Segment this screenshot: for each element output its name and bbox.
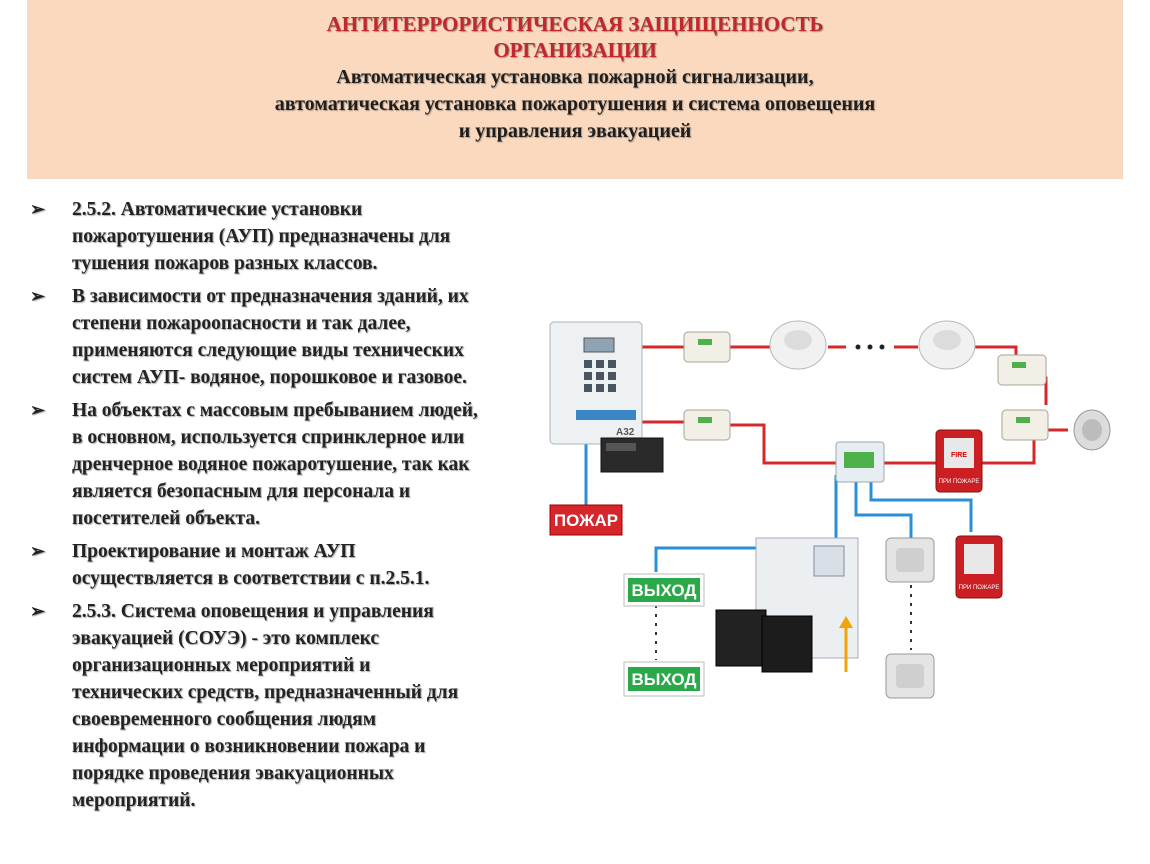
fire-sign: ПОЖАР [549,504,623,536]
relay-module-2 [683,409,731,441]
bullet-line: своевременного сообщения людям [72,709,376,730]
exit-sign-1: ВЫХОД [623,573,705,607]
page-subtitle-line3: и управления эвакуацией [458,120,692,142]
arrow-bullet-icon: ➢ [30,400,46,420]
bullet-line: посетителей объекта. [72,508,261,529]
exit-sign-label-1: ВЫХОД [632,581,697,600]
bullet-line: технических средств, предназначенный для [72,682,459,703]
relay-modules [683,331,1049,441]
junction-box [835,441,885,483]
bullet-line: организационных мероприятий и [72,655,371,676]
arrow-bullet-icon: ➢ [30,601,46,621]
siren-icon-1 [885,537,935,583]
relay-module-3 [997,354,1047,386]
smoke-detectors [769,320,976,370]
bullet-line: систем АУП- водяное, порошковое и газово… [72,367,467,388]
relay-module-4 [1001,409,1049,441]
bullet-line: дренчерное водяное пожаротушение, так ка… [72,454,470,475]
arrow-bullet-icon: ➢ [30,286,46,306]
dashed-links [655,585,912,660]
manual-call-point-1: FIRE ПРИ ПОЖАРЕ [935,429,983,493]
bullet-line: является безопасным для персонала и [72,481,411,502]
bullet-line: в основном, используется спринклерное ил… [72,427,465,448]
bullet-line: применяются следующие виды технических [72,340,464,361]
exit-sign-2: ВЫХОД [623,661,705,697]
bullet-line: мероприятий. [72,790,196,811]
wire-blue-5 [654,546,756,572]
bullet-line: информации о возникновении пожара и [72,736,426,757]
speaker-icon [1073,409,1111,451]
arrow-bullet-icon: ➢ [30,199,46,219]
dots [855,344,885,350]
relay-module-1 [683,331,731,363]
fire-alarm-system-diagram: А32 ПОЖАР FIRE ПР [549,320,1111,699]
wire-blue-3 [854,480,913,538]
bullet-line: 2.5.3. Система оповещения и управления [72,601,434,622]
bullet-item: ➢ 2.5.2. Автоматические установки пожароту… [30,196,550,277]
bullet-line: Проектирование и монтаж АУП [72,541,356,562]
bullet-line: осуществляется в соответствии с п.2.5.1. [72,568,430,589]
bullet-line: В зависимости от предназначения зданий, … [72,286,469,307]
wire-red-7 [728,423,836,465]
fire-sign-label: ПОЖАР [554,511,618,530]
bullet-line: пожаротушения (АУП) предназначены для [72,226,451,247]
fire-label: FIRE [951,452,967,459]
bullet-line: эвакуацией (СОУЭ) - это комплекс [72,628,380,649]
bullet-line: степени пожароопасности и так далее, [72,313,411,334]
call-point-label-1: ПРИ ПОЖАРЕ [939,479,980,485]
page-title: АНТИТЕРРОРИСТИЧЕСКАЯ ЗАЩИЩЕННОСТЬ [326,12,824,36]
battery-small [600,437,664,473]
bullet-item: ➢ На объектах с массовым пребыванием люде… [30,397,550,532]
batteries [715,609,813,673]
page-subtitle-line2: автоматическая установка пожаротушения и… [274,93,876,115]
bullet-line: 2.5.2. Автоматические установки [72,199,363,220]
bullet-list: ➢ 2.5.2. Автоматические установки пожароту… [30,196,550,820]
exit-sign-label-2: ВЫХОД [632,670,697,689]
bullet-item: ➢ Проектирование и монтаж АУП осуществляет… [30,538,550,592]
page-title-line2: ОРГАНИЗАЦИИ [493,38,657,62]
header-banner: АНТИТЕРРОРИСТИЧЕСКАЯ ЗАЩИЩЕННОСТЬ ОРГАНИ… [27,0,1123,179]
blue-wires [584,435,973,572]
bullet-line: На объектах с массовым пребыванием людей… [72,400,478,421]
control-panel: А32 [549,321,643,445]
manual-call-point-2: ПРИ ПОЖАРЕ [955,535,1003,599]
arrow-bullet-icon: ➢ [30,541,46,561]
panel-model-label: А32 [616,427,635,438]
siren-icon-2 [885,653,935,699]
bullet-line: тушения пожаров разных классов. [72,253,378,274]
bullet-item: ➢ В зависимости от предназначения зданий,… [30,283,550,391]
call-point-label-2: ПРИ ПОЖАРЕ [959,585,1000,591]
bullet-item: ➢ 2.5.3. Система оповещения и управления э… [30,598,550,814]
page-subtitle-line1: Автоматическая установка пожарной сигнал… [336,66,814,88]
bullet-line: порядке проведения эвакуационных [72,763,394,784]
wire-blue-4 [869,480,973,532]
